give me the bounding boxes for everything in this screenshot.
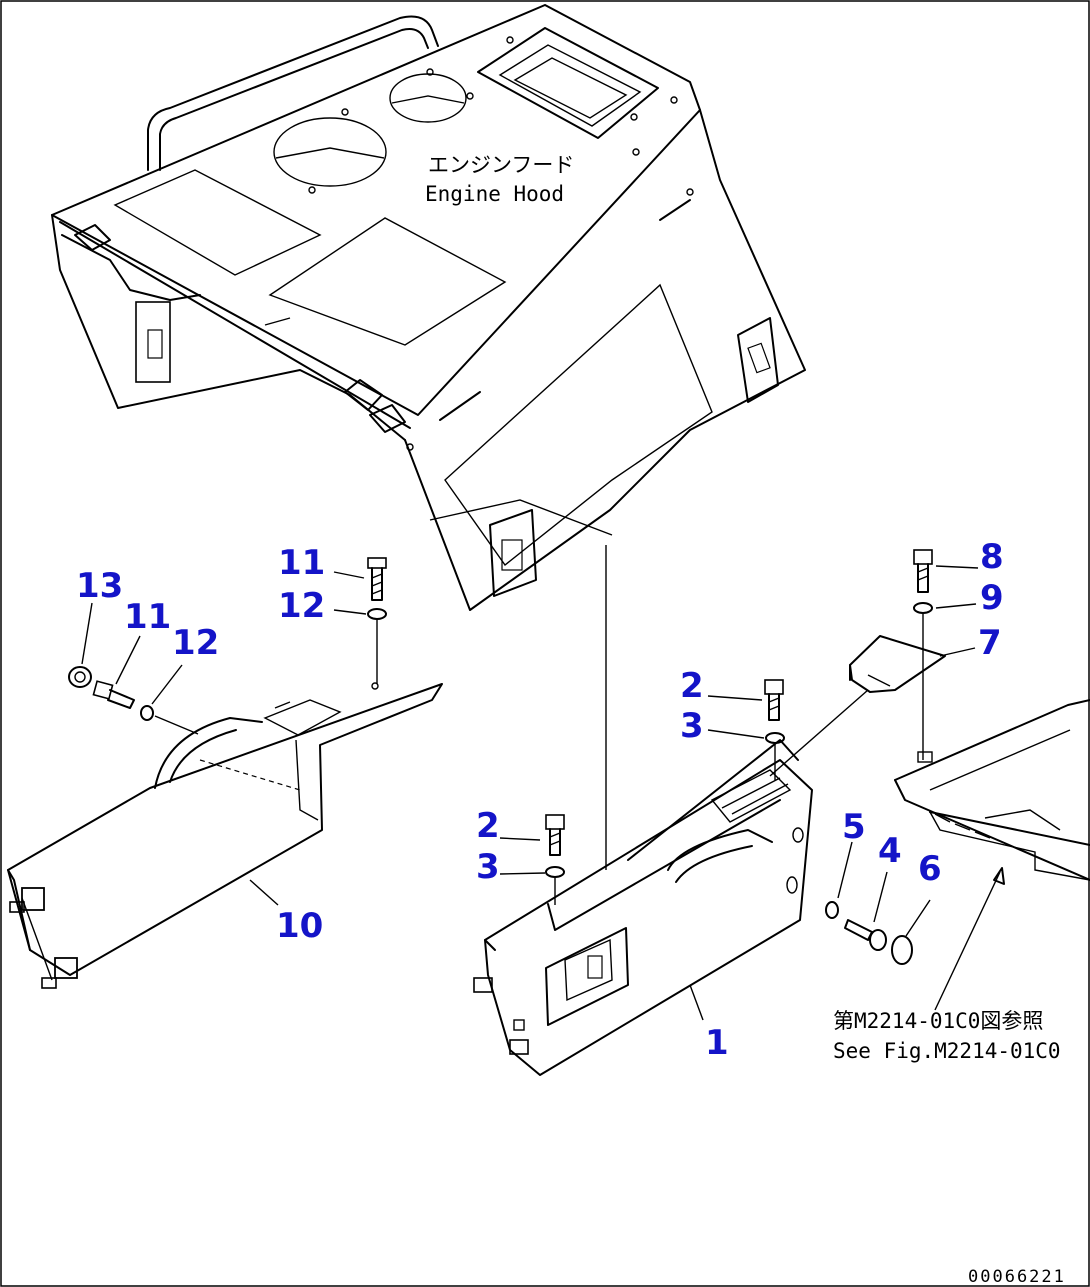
callout-11-upper: 11 xyxy=(278,543,325,583)
reference-label-jp: 第M2214-01C0図参照 xyxy=(833,1009,1043,1033)
engine-hood-label-en: Engine Hood xyxy=(425,182,564,206)
engine-hood-label-jp: エンジンフード xyxy=(428,153,574,177)
reference-label-en: See Fig.M2214-01C0 xyxy=(833,1039,1061,1063)
washer-3-upper xyxy=(765,732,785,744)
callout-3-upper: 3 xyxy=(680,706,704,746)
callout-12-left: 12 xyxy=(172,623,219,663)
engine-hood xyxy=(51,4,806,611)
bolt-4 xyxy=(844,919,873,941)
washer-12-upper xyxy=(367,608,387,620)
callout-6: 6 xyxy=(918,849,942,889)
callout-9: 9 xyxy=(980,578,1004,618)
bolt-8 xyxy=(913,549,933,565)
part-1-latch xyxy=(545,927,629,1026)
washer-12-left xyxy=(140,705,154,721)
callout-10: 10 xyxy=(276,906,323,946)
fastener-group-left xyxy=(68,557,387,735)
callout-2-lower: 2 xyxy=(476,806,500,846)
callout-5: 5 xyxy=(842,807,866,847)
floor-plate-reference xyxy=(894,699,1090,1011)
part-10-cover-left xyxy=(7,682,443,989)
callout-4: 4 xyxy=(878,831,902,871)
washer-3-lower xyxy=(545,866,565,878)
bolt-11-upper xyxy=(367,557,387,569)
washer-5 xyxy=(825,901,839,919)
part-1-cover-right xyxy=(473,739,813,1076)
bolt-11-left xyxy=(92,680,114,700)
hood-latch-right xyxy=(737,317,779,403)
callout-13: 13 xyxy=(76,566,123,606)
bolt-2-upper xyxy=(764,679,784,695)
callout-2-upper: 2 xyxy=(680,666,704,706)
part-7-bracket xyxy=(769,549,946,777)
callout-3-lower: 3 xyxy=(476,847,500,887)
document-id: 00066221 xyxy=(968,1267,1066,1287)
hood-latch-front xyxy=(489,509,537,597)
callout-8: 8 xyxy=(980,537,1004,577)
hood-latch-left xyxy=(135,301,171,383)
plug-6 xyxy=(891,935,913,965)
callout-7: 7 xyxy=(978,623,1002,663)
bolt-2-lower xyxy=(545,814,565,830)
callout-11-left: 11 xyxy=(124,597,171,637)
washer-9 xyxy=(913,602,933,614)
fastener-group-right xyxy=(545,679,913,965)
clip-13 xyxy=(68,666,92,688)
callout-1: 1 xyxy=(705,1023,729,1063)
leader-lines xyxy=(81,565,979,1021)
callout-12-upper: 12 xyxy=(278,586,325,626)
